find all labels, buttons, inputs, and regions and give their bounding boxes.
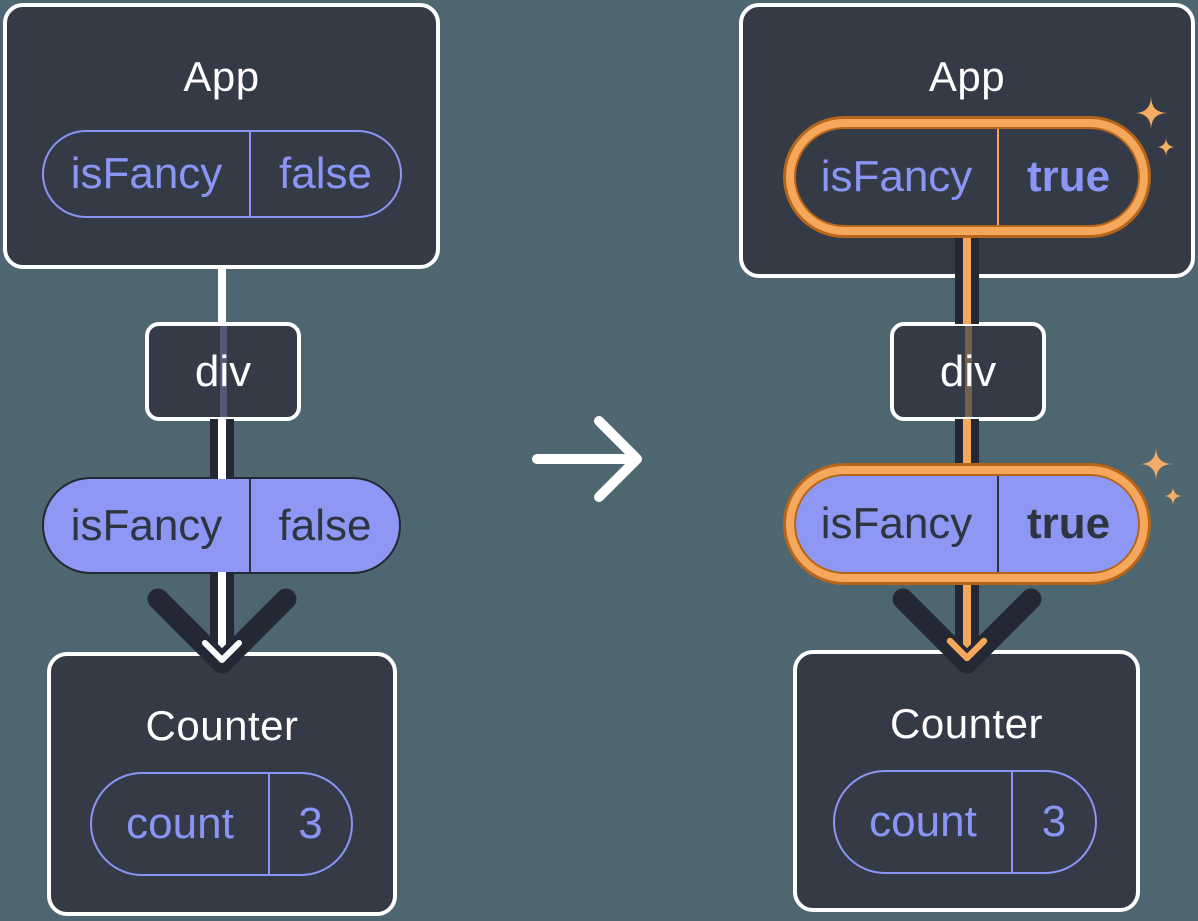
count-state-pill-after: count 3: [833, 770, 1097, 874]
isfancy-prop-pill-app-after: isFancy true: [794, 127, 1140, 227]
app-card-before: App isFancy false: [3, 3, 440, 269]
state-value-label: 3: [298, 799, 323, 848]
state-name-label: count: [92, 774, 270, 874]
prop-name-label: isFancy: [796, 129, 999, 225]
app-to-div-connector-before: [218, 267, 226, 324]
div-box-after: div: [890, 322, 1046, 421]
prop-name-label: isFancy: [44, 479, 251, 572]
div-label: div: [939, 346, 997, 396]
prop-value-label: false: [278, 500, 372, 550]
passed-prop-pill-before: isFancy false: [42, 477, 401, 574]
div-to-pill-connector-core-after: [963, 419, 971, 465]
state-through-line: [964, 326, 972, 417]
app-title: App: [183, 53, 260, 100]
fancy-highlight-ring: isFancy true: [783, 116, 1151, 238]
prop-value-label: true: [1026, 152, 1111, 201]
counter-title: Counter: [890, 700, 1043, 747]
pill-to-counter-connector-core-before: [218, 572, 226, 658]
prop-value-label: false: [279, 149, 372, 198]
fancy-highlight-ring: isFancy true: [783, 463, 1151, 585]
counter-title: Counter: [145, 702, 299, 749]
div-to-pill-connector-core-before: [218, 419, 226, 479]
prop-value-label: true: [1026, 499, 1111, 548]
sparkle-icon: [1163, 486, 1183, 506]
counter-card-before: Counter count 3: [47, 652, 397, 916]
div-label: div: [194, 346, 252, 396]
state-name-label: count: [835, 772, 1013, 872]
passed-prop-pill-after: isFancy true: [794, 474, 1140, 574]
count-state-pill-before: count 3: [90, 772, 353, 876]
prop-name-label: isFancy: [44, 132, 251, 216]
div-box-before: div: [145, 322, 301, 421]
app-to-div-connector-core-after: [963, 236, 971, 324]
state-value-label: 3: [1041, 797, 1067, 846]
pill-to-counter-connector-core-after: [963, 583, 971, 656]
right-arrow-icon: [532, 416, 642, 502]
prop-name-label: isFancy: [796, 476, 999, 572]
sparkle-icon: [1139, 447, 1173, 481]
isfancy-prop-pill-app-before: isFancy false: [42, 130, 402, 218]
counter-card-after: Counter count 3: [793, 650, 1140, 912]
app-title: App: [928, 53, 1006, 100]
state-through-line: [219, 326, 227, 417]
app-card-after: App isFancy true: [739, 3, 1195, 278]
